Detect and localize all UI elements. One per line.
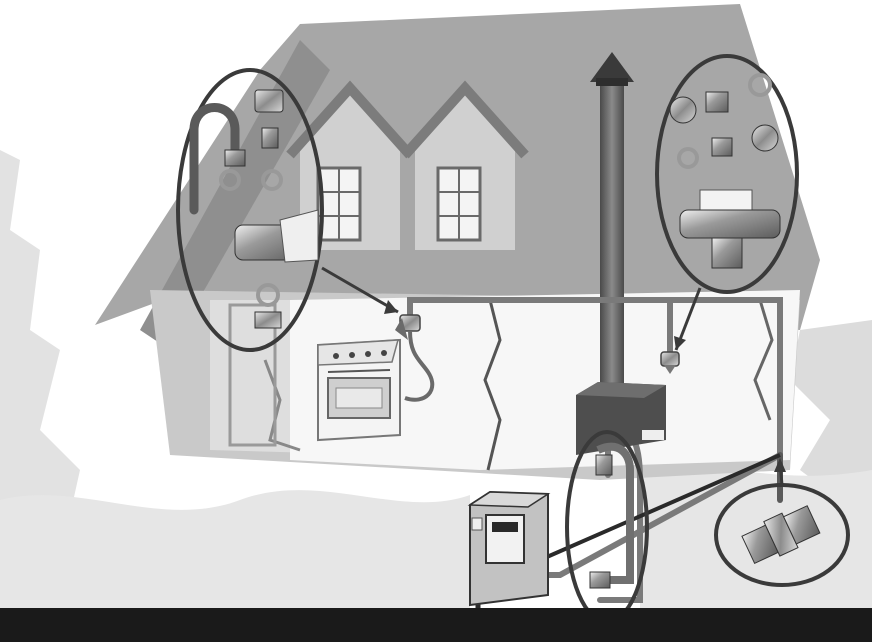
- valve-icon: [661, 352, 679, 366]
- chimney-icon: [600, 80, 624, 400]
- ground-bar: [0, 608, 872, 642]
- gas-stove: [318, 340, 400, 440]
- gas-meter: [470, 492, 548, 605]
- house: [95, 4, 820, 480]
- callout-boiler-connection: [567, 432, 647, 622]
